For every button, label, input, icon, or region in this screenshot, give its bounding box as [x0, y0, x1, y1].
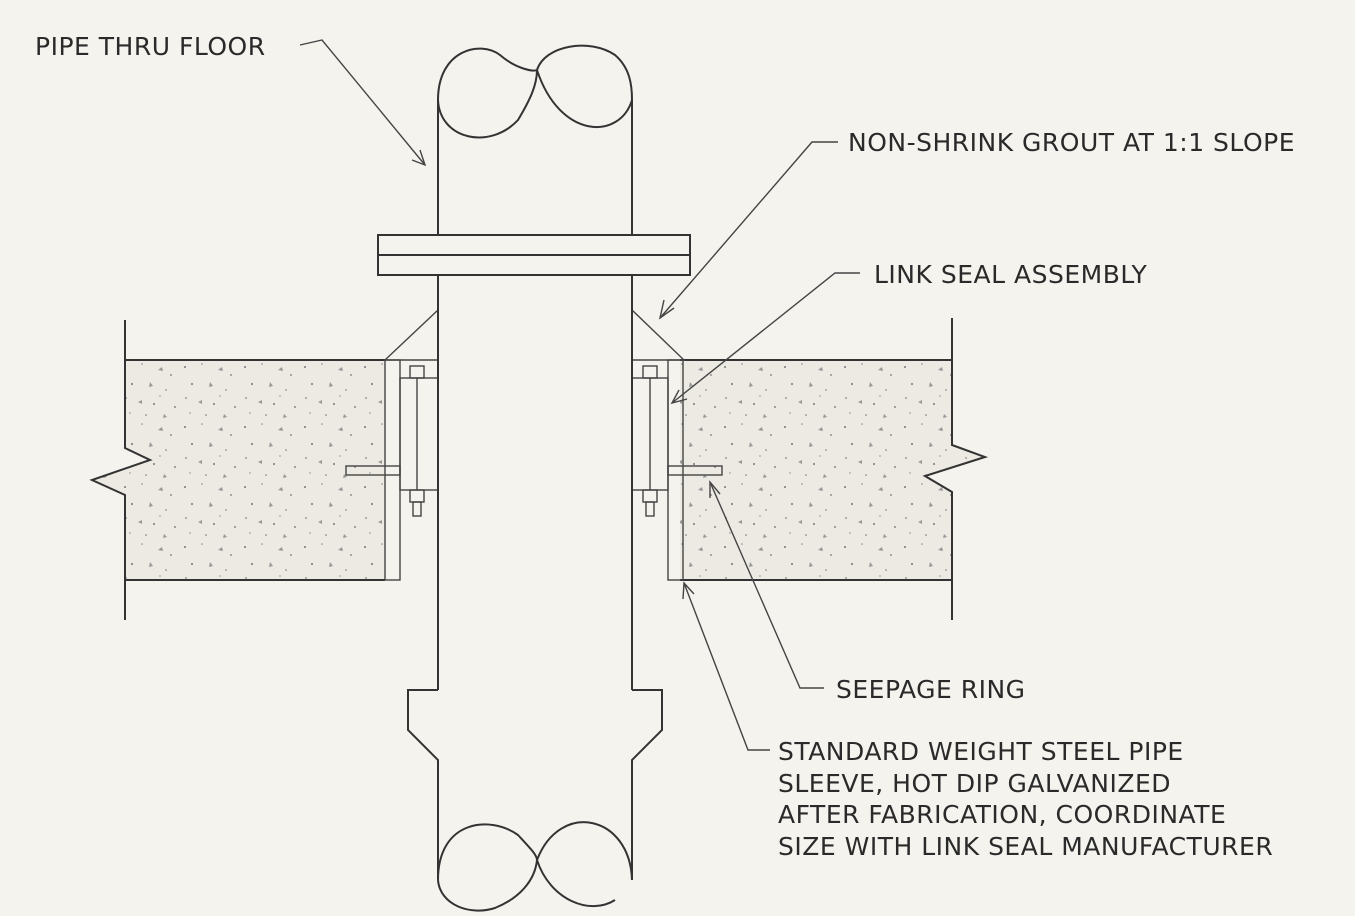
label-non-shrink-grout: NON-SHRINK GROUT AT 1:1 SLOPE	[848, 128, 1295, 157]
annotations: PIPE THRU FLOOR NON-SHRINK GROUT AT 1:1 …	[35, 32, 1295, 861]
label-sleeve-line-4: SIZE WITH LINK SEAL MANUFACTURER	[778, 832, 1273, 861]
label-seepage-ring: SEEPAGE RING	[836, 675, 1026, 704]
label-sleeve-line-2: SLEEVE, HOT DIP GALVANIZED	[778, 769, 1171, 798]
label-sleeve-line-1: STANDARD WEIGHT STEEL PIPE	[778, 737, 1184, 766]
slab-right	[680, 360, 985, 580]
leader-lines	[299, 39, 860, 751]
label-sleeve-line-3: AFTER FABRICATION, COORDINATE	[778, 800, 1226, 829]
slab-left	[92, 360, 385, 580]
concrete-slab	[89, 318, 989, 620]
label-link-seal-assembly: LINK SEAL ASSEMBLY	[874, 260, 1147, 289]
label-pipe-thru-floor: PIPE THRU FLOOR	[35, 32, 266, 61]
pipe	[377, 44, 691, 912]
